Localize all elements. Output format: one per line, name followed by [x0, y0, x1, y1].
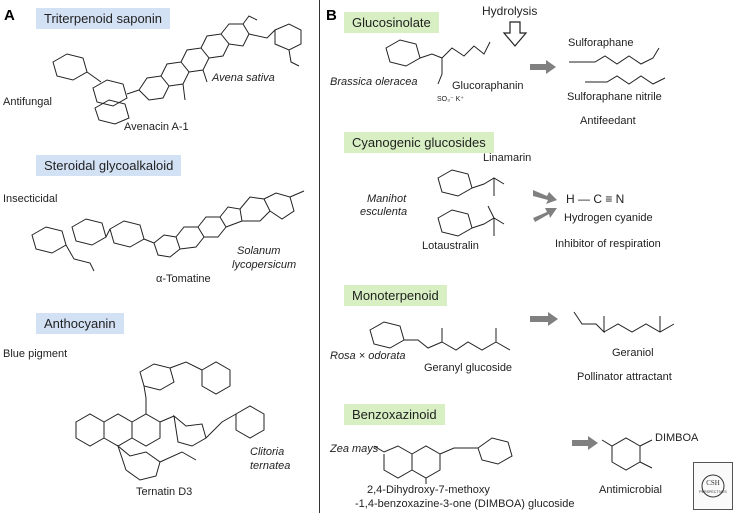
dimboa-glucoside-structure: [370, 428, 530, 484]
substrate-lotaustralin: Lotaustralin: [422, 240, 479, 252]
reaction-arrow-monoterpenoid: [530, 312, 560, 326]
species-solanum-line2: lycopersicum: [232, 259, 297, 271]
reaction-arrow-glucosinolate: [530, 60, 558, 74]
svg-text:CSH: CSH: [706, 479, 720, 487]
species-manihot-line1: Manihot: [367, 193, 407, 205]
csh-perspectives-logo: CSH PERSPECTIVES: [693, 462, 733, 510]
sulforaphane-structures: [565, 42, 675, 92]
panel-b-letter: B: [326, 7, 337, 24]
category-anthocyanin: Anthocyanin: [36, 313, 124, 334]
product-geraniol: Geraniol: [612, 347, 654, 359]
substrate-dimboa-glucoside-line2: -1,4-benzoxazine-3-one (DIMBOA) glucosid…: [355, 498, 575, 510]
species-avena-sativa: Avena sativa: [212, 72, 275, 84]
species-brassica-oleracea: Brassica oleracea: [330, 76, 418, 88]
hydrolysis-arrow: [502, 21, 528, 47]
species-clitoria-line1: Clitoria: [250, 446, 285, 458]
species-solanum-line1: Solanum: [237, 245, 281, 257]
label-so3k: SO₃⁻ K⁺: [437, 96, 464, 103]
dimboa-structure: [598, 424, 658, 474]
svg-text:PERSPECTIVES: PERSPECTIVES: [699, 490, 727, 494]
geranyl-glucoside-structure: [362, 312, 542, 362]
panel-a-letter: A: [4, 7, 15, 24]
geraniol-structure: [570, 302, 680, 342]
substrate-dimboa-glucoside-line1: 2,4-Dihydroxy-7-methoxy: [367, 484, 490, 496]
activity-pollinator-attractant: Pollinator attractant: [577, 371, 672, 383]
category-glucosinolate: Glucosinolate: [344, 12, 439, 33]
species-rosa-odorata: Rosa × odorata: [330, 350, 406, 362]
compound-ternatin-d3: Ternatin D3: [136, 486, 193, 498]
category-cyanogenic-glucosides: Cyanogenic glucosides: [344, 132, 494, 153]
hydrolysis-label: Hydrolysis: [482, 4, 538, 18]
species-zea-mays: Zea mays: [330, 443, 379, 455]
category-triterpenoid-saponin: Triterpenoid saponin: [36, 8, 171, 29]
product-dimboa: DIMBOA: [655, 432, 699, 444]
activity-blue-pigment: Blue pigment: [3, 348, 68, 360]
product-formula-hcn: H — C ≡ N: [566, 192, 625, 206]
panel-divider: [319, 0, 320, 513]
reaction-arrows-cyanogenic: [533, 188, 559, 228]
activity-insecticidal: Insecticidal: [3, 193, 58, 205]
activity-inhibitor-of-respiration: Inhibitor of respiration: [555, 238, 661, 250]
category-steroidal-glycoalkaloid: Steroidal glycoalkaloid: [36, 155, 182, 176]
product-sulforaphane: Sulforaphane: [568, 37, 634, 49]
reaction-arrow-benzoxazinoid: [572, 436, 600, 450]
activity-antifungal: Antifungal: [3, 96, 52, 108]
species-clitoria-line2: ternatea: [250, 460, 291, 472]
linamarin-structures: [432, 160, 532, 250]
activity-antifeedant: Antifeedant: [580, 115, 636, 127]
compound-alpha-tomatine: α-Tomatine: [156, 273, 211, 285]
avenacin-structure: [35, 14, 305, 125]
substrate-linamarin: Linamarin: [483, 152, 532, 164]
category-benzoxazinoid: Benzoxazinoid: [344, 404, 445, 425]
ternatin-structure: [66, 352, 296, 482]
category-monoterpenoid: Monoterpenoid: [344, 285, 447, 306]
compound-avenacin-a1: Avenacin A-1: [124, 121, 189, 133]
product-sulforaphane-nitrile: Sulforaphane nitrile: [567, 91, 662, 103]
product-hydrogen-cyanide: Hydrogen cyanide: [564, 212, 653, 224]
substrate-glucoraphanin: Glucoraphanin: [452, 80, 524, 92]
substrate-geranyl-glucoside: Geranyl glucoside: [424, 362, 513, 374]
species-manihot-line2: esculenta: [360, 206, 408, 218]
glucoraphanin-structure: [378, 30, 498, 90]
activity-antimicrobial: Antimicrobial: [599, 484, 662, 496]
tomatine-structure: [24, 183, 314, 273]
